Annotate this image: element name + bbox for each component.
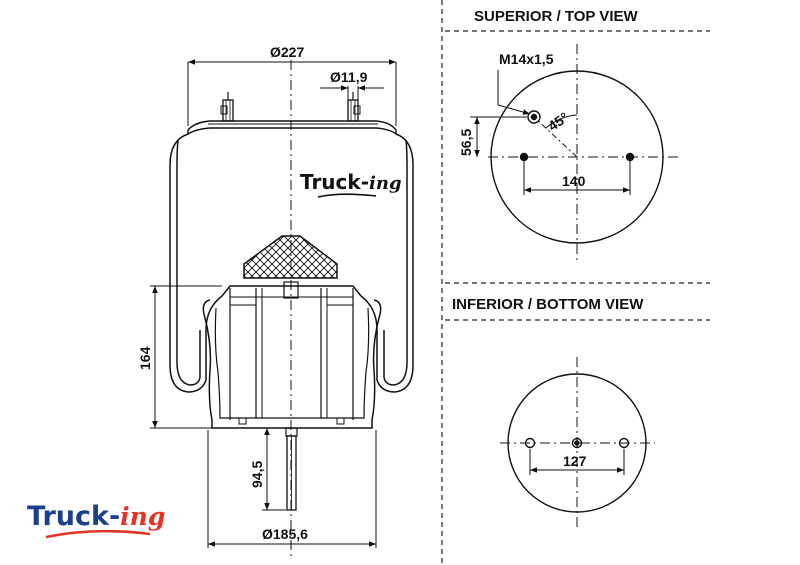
logo-text: Truck-ing bbox=[27, 501, 165, 532]
top-stud-hole-left bbox=[519, 152, 529, 162]
bottom-hole-center bbox=[571, 437, 583, 449]
spacing-label-top: 140 bbox=[562, 173, 586, 189]
logo-text-main: Truck- bbox=[27, 501, 120, 532]
dim-base-diameter: Ø185,6 bbox=[262, 526, 308, 542]
top-view-title: SUPERIOR / TOP VIEW bbox=[474, 8, 638, 25]
spacing-label-bottom: 127 bbox=[563, 453, 587, 469]
bottom-hole-right bbox=[618, 437, 630, 449]
watermark-ing: ing bbox=[369, 173, 402, 194]
dim-top-diameter: Ø227 bbox=[270, 44, 304, 60]
top-stud-hole-right bbox=[625, 152, 635, 162]
thread-label: M14x1,5 bbox=[499, 51, 554, 67]
watermark-logo: Truck-ing bbox=[300, 170, 402, 198]
bottom-stud bbox=[285, 427, 298, 511]
bottom-hole-left bbox=[524, 437, 536, 449]
offset-label: 56,5 bbox=[458, 129, 474, 156]
dim-bolt-diameter: Ø11,9 bbox=[330, 69, 368, 85]
top-stud-left bbox=[220, 92, 234, 122]
top-view bbox=[470, 44, 680, 262]
bump-stop bbox=[243, 235, 338, 279]
piston bbox=[202, 281, 382, 429]
watermark-text: Truck- bbox=[300, 170, 369, 194]
svg-text:Truck-ing: Truck-ing bbox=[300, 170, 402, 194]
dim-height: 164 bbox=[137, 346, 153, 370]
logo-swoosh bbox=[45, 529, 151, 539]
bottom-view-title: INFERIOR / BOTTOM VIEW bbox=[452, 296, 644, 313]
air-inlet bbox=[527, 110, 541, 124]
dim-stud-length: 94,5 bbox=[249, 461, 265, 488]
bottom-view bbox=[500, 357, 655, 530]
dimensions-side bbox=[150, 59, 397, 548]
side-view bbox=[150, 59, 414, 560]
top-plate bbox=[187, 120, 397, 136]
brand-logo: Truck-ing bbox=[27, 501, 165, 539]
bellow bbox=[169, 133, 414, 393]
top-stud-right bbox=[347, 92, 361, 122]
logo-text-ing: ing bbox=[120, 502, 165, 531]
dividers bbox=[441, 0, 710, 565]
